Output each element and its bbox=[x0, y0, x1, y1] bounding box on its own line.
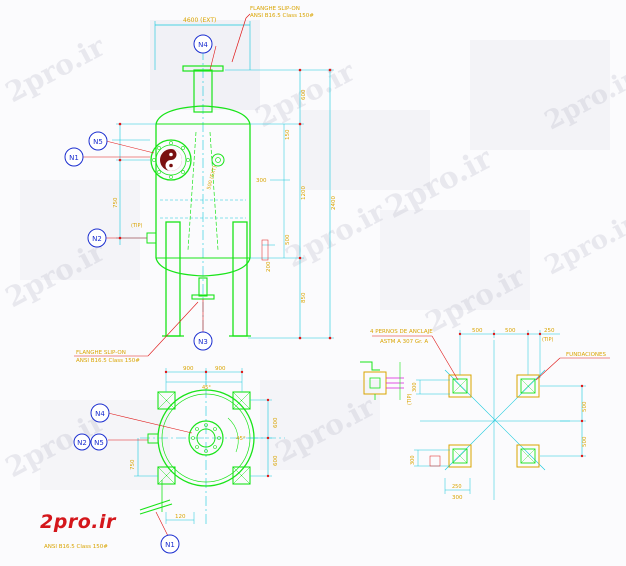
dim-label: 750 bbox=[130, 459, 136, 470]
dim-label: 300 bbox=[256, 178, 267, 184]
dim-label: 750 bbox=[113, 197, 119, 208]
callout-n1 bbox=[64, 147, 84, 167]
watermark-logo: 2pro.ir bbox=[40, 511, 116, 533]
foundation-label: FUNDACIONES bbox=[566, 352, 606, 358]
callout-n4-label: N4 bbox=[198, 41, 208, 49]
callout-n5 bbox=[88, 131, 108, 151]
foundation-dimensions: 500 500 250 (TIP) 500 500 300 (TIP) bbox=[407, 328, 588, 501]
svg-text:500 (EXT): 500 (EXT) bbox=[206, 165, 218, 190]
manway-bolts bbox=[152, 141, 190, 179]
elevation-view: 4600 (EXT) FLANGHE SLIP-ON ANSI B16.5 Cl… bbox=[64, 6, 337, 364]
foundation-pads bbox=[448, 374, 540, 468]
callout-n1-label: N1 bbox=[69, 154, 79, 162]
dim-label: 500 bbox=[505, 328, 516, 334]
nozzle-n2-stub bbox=[146, 232, 157, 244]
manway-n5 bbox=[150, 139, 192, 181]
plan-view: 45° 900 900 45° 600 600 bbox=[44, 366, 285, 554]
callout-plan-n1-label: N1 bbox=[165, 541, 175, 549]
anchor-note-line1: 4 PERNOS DE ANCLAJE bbox=[370, 329, 433, 335]
dim-label: 150 bbox=[285, 129, 291, 140]
dim-label: 900 bbox=[183, 366, 194, 372]
flange-note-bottom-line1: FLANGHE SLIP-ON bbox=[76, 350, 126, 356]
flange-note-bottom-line2: ANSI B16.5 Class 150# bbox=[76, 358, 140, 364]
callout-plan-n4-label: N4 bbox=[95, 410, 105, 418]
plan-flange-note: ANSI B16.5 Class 150# bbox=[44, 544, 108, 550]
plan-dimensions: 900 900 45° 600 600 750 120 bbox=[130, 366, 279, 524]
dim-label: 500 bbox=[582, 401, 588, 412]
dim-label: 300 bbox=[412, 382, 418, 392]
callout-n3-label: N3 bbox=[198, 338, 208, 346]
elevation-dimensions-left: 750 (TIP) bbox=[112, 122, 156, 245]
dim-label: 120 bbox=[175, 514, 186, 520]
vessel-top-head bbox=[155, 105, 251, 125]
dim-label: 45° bbox=[202, 385, 211, 391]
callout-n3 bbox=[193, 331, 213, 351]
dim-label: 250 bbox=[544, 328, 555, 334]
callout-plan-n2-label: N2 bbox=[77, 439, 87, 447]
dim-label: 45° bbox=[236, 436, 246, 442]
dim-label: 1200 bbox=[301, 186, 307, 200]
callout-n2 bbox=[87, 228, 107, 248]
support-leg-right bbox=[232, 221, 248, 337]
dim-label: 500 bbox=[582, 436, 588, 447]
callout-plan-n1 bbox=[160, 534, 180, 554]
callouts-plan: N4 N2 N5 N1 bbox=[73, 403, 193, 554]
dim-label: 600 bbox=[301, 89, 307, 100]
dim-label: (TIP) bbox=[542, 337, 553, 343]
anchor-bolt-detail bbox=[360, 361, 404, 400]
nozzle-n3-pipe bbox=[198, 277, 208, 297]
callout-plan-n5 bbox=[90, 433, 108, 451]
dim-top-label: 4600 (EXT) bbox=[183, 17, 216, 24]
dim-label: 500 bbox=[285, 234, 291, 245]
dim-label: 300 bbox=[410, 455, 416, 465]
dim-label: 900 bbox=[215, 366, 226, 372]
dim-label: 600 bbox=[273, 455, 279, 466]
callout-n2-label: N2 bbox=[92, 235, 102, 243]
plan-legs bbox=[157, 391, 251, 485]
flange-note-top-line1: FLANGHE SLIP-ON bbox=[250, 6, 300, 12]
yin-yang-icon bbox=[160, 149, 182, 171]
dim-label: 2400 bbox=[331, 196, 337, 210]
dim-label: 850 bbox=[301, 292, 307, 303]
dim-label: 200 bbox=[266, 261, 272, 272]
support-leg-left bbox=[165, 221, 181, 337]
callout-n5-label: N5 bbox=[93, 138, 103, 146]
elevation-dimensions: 600 1200 850 2400 150 500 200 300 bbox=[225, 68, 337, 340]
dim-label: (TIP) bbox=[407, 394, 413, 405]
callout-plan-n5-label: N5 bbox=[94, 439, 104, 447]
callout-plan-n2 bbox=[73, 433, 91, 451]
callout-plan-n4 bbox=[90, 403, 110, 423]
dim-label: 600 bbox=[273, 417, 279, 428]
anchor-note-line2: ASTM A 307 Gr. A bbox=[380, 339, 428, 345]
flange-note-top-line2: ANSI B16.5 Class 150# bbox=[250, 13, 314, 19]
callout-n4 bbox=[193, 34, 213, 54]
dim-label: 500 bbox=[472, 328, 483, 334]
foundation-plan: 500 500 250 (TIP) 500 500 300 (TIP) bbox=[360, 328, 610, 501]
dim-label: 250 bbox=[452, 484, 462, 490]
plan-nozzle-n4 bbox=[188, 420, 224, 456]
nozzle-n4-flange bbox=[182, 65, 224, 72]
dim-label: 300 bbox=[452, 495, 463, 501]
nozzle-n4-pipe bbox=[193, 69, 213, 113]
vessel-bottom-head bbox=[155, 257, 251, 277]
callouts-elevation: N4 N5 N1 N2 N3 bbox=[64, 34, 217, 351]
svg-text:(TIP): (TIP) bbox=[131, 223, 142, 229]
